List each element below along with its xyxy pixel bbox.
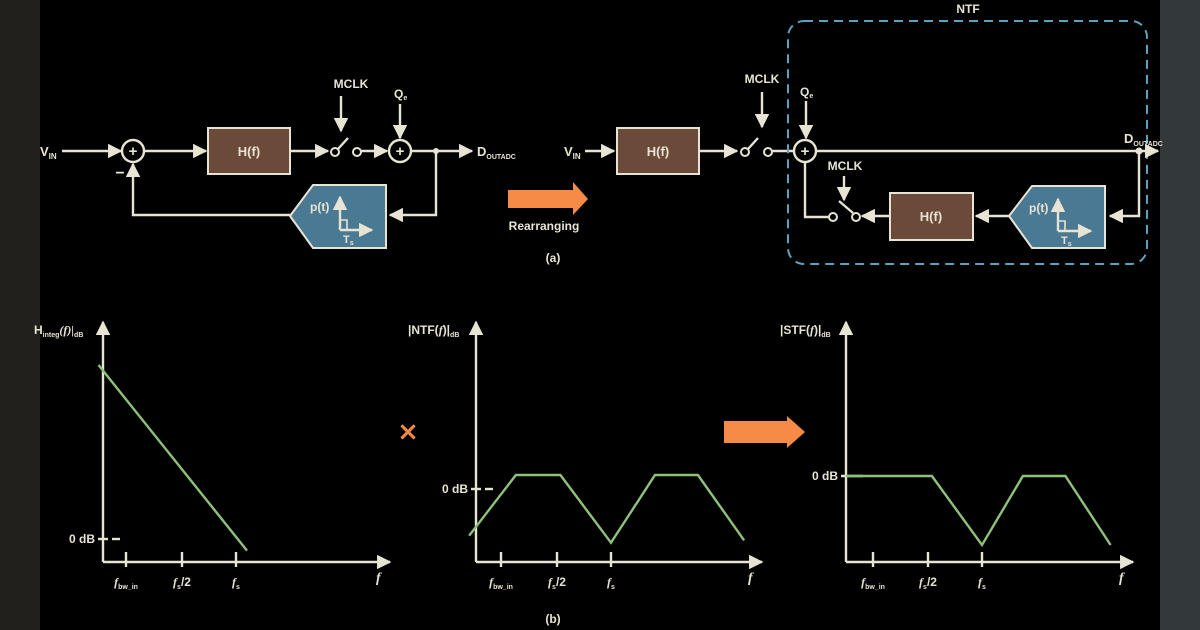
modulator-diagram-original: VIN + − H(f) MCLK + Qe DOUTADC <box>40 77 516 249</box>
svg-text:+: + <box>129 143 138 160</box>
minus-sign: − <box>115 165 124 182</box>
plot1-ylabel: Hinteg(f)|dB <box>34 323 83 339</box>
loop-wire-in <box>1108 151 1141 224</box>
modulator-diagram-rearranged: VIN H(f) MCLK NTF + Qe DOUTADC p(t) <box>564 2 1163 265</box>
dac-block-2: p(t) Ts <box>1007 185 1106 249</box>
mclk-label-2: MCLK <box>745 72 780 86</box>
x-tick-label: fs <box>232 575 240 591</box>
sampling-switch-2 <box>740 137 773 157</box>
integrator-response-plot: f fbw_in fs/2 fs 0 dB <box>69 320 392 591</box>
dac-block: p(t) Ts <box>288 184 387 249</box>
left-border-strip <box>0 0 40 630</box>
plot2-ylabel: |NTF(f)|dB <box>408 323 459 339</box>
svg-text:+: + <box>801 143 810 160</box>
loop-mclk-label: MCLK <box>828 159 863 173</box>
caption-a: (a) <box>546 251 561 265</box>
sampling-switch <box>330 137 362 157</box>
doutadc-label-2: DOUTADC <box>1124 131 1163 148</box>
zero-db-label: 0 dB <box>442 482 468 496</box>
x-tick-label: fs/2 <box>173 575 191 591</box>
x-axis-label: f <box>376 571 382 586</box>
ntf-response-plot: f fbw_in fs/2 fs 0 dB <box>442 320 764 591</box>
loop-switch <box>828 200 861 222</box>
stf-response-plot: f fbw_in fs/2 fs 0 dB <box>812 320 1135 591</box>
right-border-strip <box>1160 0 1200 630</box>
loop-filter-block-2: H(f) <box>889 192 974 241</box>
caption-b: (b) <box>545 612 560 626</box>
rearranging-label: Rearranging <box>509 219 580 233</box>
svg-text:H(f): H(f) <box>920 209 942 224</box>
x-tick-label: fs <box>978 575 986 591</box>
plot3-ylabel: |STF(f)|dB <box>780 323 831 339</box>
x-tick-label: fs/2 <box>919 575 937 591</box>
noise-summing-junction-2: + <box>792 138 818 164</box>
doutadc-label: DOUTADC <box>477 144 516 161</box>
x-tick-label: fs <box>607 575 615 591</box>
multiply-icon: × <box>397 417 419 447</box>
result-arrow-icon <box>724 416 805 448</box>
ts-label: Ts <box>343 234 354 247</box>
response-curve-integrator <box>97 364 248 552</box>
x-axis-label: f <box>748 571 754 586</box>
mclk-label: MCLK <box>334 77 369 91</box>
qe-label: Qe <box>394 87 407 102</box>
response-curve-stf <box>845 474 1112 548</box>
ntf-box-label: NTF <box>956 2 979 16</box>
x-tick-label: fs/2 <box>548 575 566 591</box>
filter-block-2: H(f) <box>616 127 700 175</box>
response-curve-ntf <box>468 473 746 545</box>
x-tick-label: fbw_in <box>489 575 513 591</box>
svg-text:+: + <box>396 143 405 160</box>
x-tick-label: fbw_in <box>114 575 138 591</box>
zero-db-label: 0 dB <box>69 532 95 546</box>
x-axis-label: f <box>1119 571 1125 586</box>
vin-label-2: VIN <box>564 144 581 161</box>
feedback-wire-out <box>125 162 290 217</box>
ts-label-2: Ts <box>1061 235 1072 248</box>
feedback-wire-in <box>388 151 438 223</box>
loop-return-wire <box>803 162 829 219</box>
qe-label-2: Qe <box>800 85 813 100</box>
summing-junction: + <box>120 138 146 164</box>
svg-text:H(f): H(f) <box>238 144 260 159</box>
svg-text:p(t): p(t) <box>1029 201 1048 215</box>
ntf-boundary-box <box>787 20 1148 265</box>
loop-filter-block: H(f) <box>207 127 291 175</box>
svg-text:H(f): H(f) <box>647 144 669 159</box>
x-tick-label: fbw_in <box>861 575 885 591</box>
rearranging-arrow-icon <box>508 182 588 215</box>
svg-text:p(t): p(t) <box>310 200 329 214</box>
noise-summing-junction: + <box>387 138 413 164</box>
zero-db-label: 0 dB <box>812 469 838 483</box>
vin-label: VIN <box>40 144 57 161</box>
